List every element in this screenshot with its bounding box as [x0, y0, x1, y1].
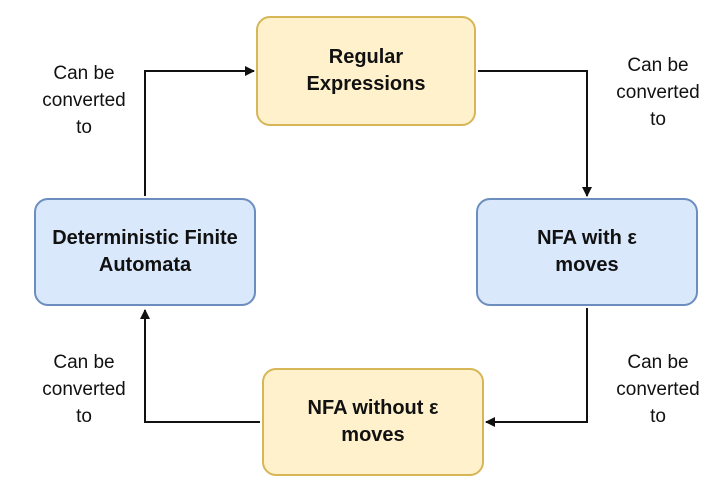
edge-nfa-noeps-to-dfa: [140, 309, 260, 423]
node-nfa-with-epsilon-moves-label: NFA with ε moves: [537, 227, 637, 276]
node-regular-expressions-label: Regular Expressions: [306, 46, 426, 95]
node-nfa-with-epsilon-moves: NFA with ε moves: [476, 198, 698, 306]
edge-label-nfa-noeps-to-dfa: Can be converted to: [42, 352, 126, 427]
node-regular-expressions: Regular Expressions: [256, 16, 476, 126]
node-deterministic-finite-automata: Deterministic Finite Automata: [34, 198, 256, 306]
edge-label-dfa-to-regex: Can be converted to: [42, 63, 126, 138]
edge-dfa-to-regex: [144, 66, 255, 196]
edge-label-nfa-eps-to-nfa-noeps: Can be converted to: [616, 352, 700, 427]
edge-nfa-eps-to-nfa-noeps: [485, 308, 588, 427]
node-nfa-without-epsilon-moves: NFA without ε moves: [262, 368, 484, 476]
edge-label-regex-to-nfa-eps: Can be converted to: [616, 55, 700, 130]
node-deterministic-finite-automata-label: Deterministic Finite Automata: [52, 227, 238, 276]
node-nfa-without-epsilon-moves-label: NFA without ε moves: [307, 397, 439, 446]
edge-regex-to-nfa-eps: [478, 70, 592, 197]
